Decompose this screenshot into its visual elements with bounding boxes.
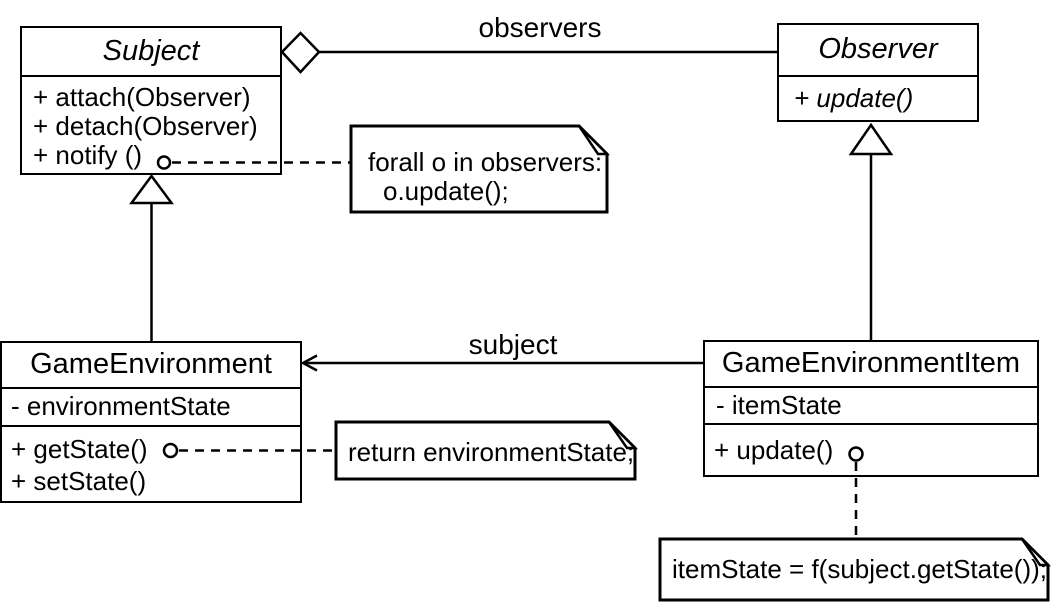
note-getstate-shape [334, 420, 637, 481]
association-label-observers: observers [478, 12, 602, 43]
class-method: + update() [794, 83, 914, 113]
class-title: GameEnvironment [2, 343, 300, 389]
note-getstate-text: return environmentState; [348, 438, 634, 467]
note-update-shape [658, 537, 1050, 602]
note-line: itemState = f(subject.getState()); [672, 554, 1047, 584]
class-attribute: - itemState [716, 390, 842, 420]
open-arrowhead-icon [300, 354, 318, 372]
class-title: Observer [779, 25, 977, 77]
class-game-environment: GameEnvironment - environmentState + get… [0, 341, 302, 503]
class-attribute: - environmentState [11, 391, 231, 421]
association-label-subject: subject [468, 329, 558, 360]
methods-compartment: + attach(Observer) + detach(Observer) + … [22, 77, 280, 170]
aggregation-diamond-icon [280, 31, 321, 74]
class-game-environment-item: GameEnvironmentItem - itemState + update… [703, 340, 1039, 477]
connector-circle-icon [162, 442, 179, 459]
note-fold-icon [607, 421, 639, 450]
note-notify-text: forall o in observers: o.update(); [368, 148, 602, 206]
class-method: + notify () [33, 140, 143, 170]
class-method: + getState() [11, 434, 148, 464]
note-line: forall o in observers: [368, 147, 603, 177]
class-method: + detach(Observer) [33, 111, 258, 141]
class-method: + update() [714, 435, 834, 465]
methods-compartment: + update() [779, 77, 977, 119]
class-title: Subject [22, 28, 280, 77]
note-fold-icon [577, 125, 611, 156]
class-title: GameEnvironmentItem [705, 342, 1037, 388]
connector-circle-icon [848, 446, 864, 462]
attributes-compartment: - itemState [705, 388, 1037, 425]
generalization-triangle-icon [129, 173, 174, 205]
class-method: + setState() [11, 466, 147, 496]
class-subject: Subject + attach(Observer) + detach(Obse… [20, 26, 282, 175]
attributes-compartment: - environmentState [2, 389, 300, 427]
methods-compartment: + update() [705, 425, 1037, 471]
methods-compartment: + getState() + setState() [2, 427, 300, 497]
generalization-triangle-icon [848, 122, 894, 156]
note-fold-icon [1020, 538, 1052, 567]
class-observer: Observer + update() [777, 23, 979, 122]
connector-circle-icon [156, 155, 172, 170]
class-method: + attach(Observer) [33, 82, 251, 112]
note-line: o.update(); [383, 176, 509, 206]
note-notify-shape [349, 124, 609, 214]
note-line: return environmentState; [348, 437, 635, 467]
note-update-text: itemState = f(subject.getState()); [672, 554, 1047, 584]
